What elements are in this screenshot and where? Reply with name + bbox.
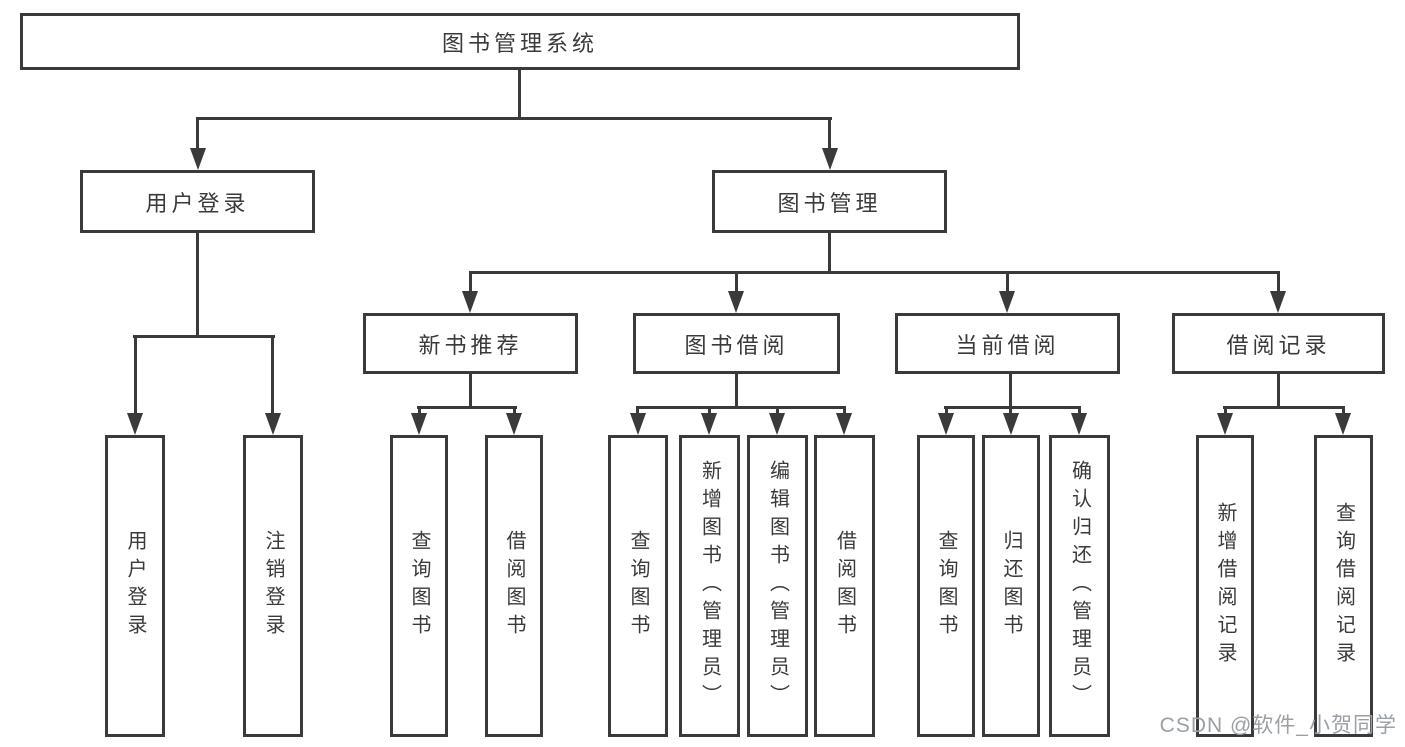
connector-leaf-drop xyxy=(418,406,421,418)
leaf-confirm-return-admin: 确认归还（管理员） xyxy=(1049,435,1110,737)
connector-borrow-record-bus xyxy=(1223,406,1345,409)
leaf-query-book: 查询图书 xyxy=(608,435,668,737)
connector-leaf-drop xyxy=(708,406,711,418)
leaf-query-book: 查询图书 xyxy=(390,435,448,737)
connector-leaf-drop xyxy=(134,335,137,417)
connector-leaf-drop xyxy=(636,406,639,418)
connector-borrow-record-stem xyxy=(1277,374,1280,408)
arrow-down-icon xyxy=(190,148,206,170)
leaf-borrow-book: 借阅图书 xyxy=(814,435,875,737)
connector-user-login-stem xyxy=(196,233,199,337)
arrow-down-icon xyxy=(999,291,1015,313)
arrow-down-icon xyxy=(836,413,852,435)
connector-leaf-drop xyxy=(1224,406,1227,418)
arrow-down-icon xyxy=(411,413,427,435)
connector-new-book-stem xyxy=(469,374,472,408)
node-user-login: 用户登录 xyxy=(80,170,315,233)
arrow-down-icon xyxy=(1003,413,1019,435)
arrow-down-icon xyxy=(1335,413,1351,435)
arrow-down-icon xyxy=(938,413,954,435)
connector-user-login-drop xyxy=(196,117,199,153)
node-borrow-record: 借阅记录 xyxy=(1172,313,1385,374)
connector-current-borrow-stem xyxy=(1009,374,1012,408)
leaf-query-borrow-record: 查询借阅记录 xyxy=(1314,435,1373,737)
connector-user-login-bus xyxy=(133,335,275,338)
connector-root-stem xyxy=(518,70,521,118)
arrow-down-icon xyxy=(630,413,646,435)
arrow-down-icon xyxy=(822,148,838,170)
connector-level3-drop xyxy=(735,271,738,297)
connector-leaf-drop xyxy=(1009,406,1012,418)
arrow-down-icon xyxy=(728,291,744,313)
arrow-down-icon xyxy=(1270,291,1286,313)
connector-current-borrow-bus xyxy=(944,406,1081,409)
arrow-down-icon xyxy=(1071,413,1087,435)
arrow-down-icon xyxy=(462,291,478,313)
connector-book-management-bus xyxy=(469,271,1280,274)
connector-leaf-drop xyxy=(513,406,516,418)
arrow-down-icon xyxy=(769,413,785,435)
leaf-borrow-book: 借阅图书 xyxy=(485,435,543,737)
connector-level3-drop xyxy=(469,271,472,297)
connector-leaf-drop xyxy=(271,335,274,417)
node-book-borrow: 图书借阅 xyxy=(633,313,840,374)
leaf-user-login: 用户登录 xyxy=(105,435,165,737)
node-book-management: 图书管理 xyxy=(712,170,947,233)
connector-book-management-stem xyxy=(828,233,831,273)
connector-book-borrow-stem xyxy=(735,374,738,408)
connector-new-book-bus xyxy=(417,406,517,409)
arrow-down-icon xyxy=(701,413,717,435)
connector-leaf-drop xyxy=(1078,406,1081,418)
connector-book-borrow-bus xyxy=(636,406,846,409)
connector-level3-drop xyxy=(1277,271,1280,297)
node-new-book-recommend: 新书推荐 xyxy=(363,313,578,374)
leaf-edit-book-admin: 编辑图书（管理员） xyxy=(747,435,808,737)
arrow-down-icon xyxy=(127,413,143,435)
leaf-add-book-admin: 新增图书（管理员） xyxy=(679,435,740,737)
connector-leaf-drop xyxy=(776,406,779,418)
leaf-logout: 注销登录 xyxy=(243,435,303,737)
connector-root-bus xyxy=(196,117,832,120)
connector-leaf-drop xyxy=(843,406,846,418)
connector-level3-drop xyxy=(1006,271,1009,297)
connector-leaf-drop xyxy=(1342,406,1345,418)
node-current-borrow: 当前借阅 xyxy=(895,313,1120,374)
leaf-query-book: 查询图书 xyxy=(917,435,975,737)
node-root: 图书管理系统 xyxy=(20,13,1020,70)
arrow-down-icon xyxy=(506,413,522,435)
arrow-down-icon xyxy=(265,413,281,435)
arrow-down-icon xyxy=(1217,413,1233,435)
connector-leaf-drop xyxy=(945,406,948,418)
leaf-add-borrow-record: 新增借阅记录 xyxy=(1196,435,1254,737)
csdn-watermark: CSDN @软件_小贺同学 xyxy=(1159,714,1397,737)
connector-book-management-drop xyxy=(828,117,831,153)
leaf-return-book: 归还图书 xyxy=(982,435,1040,737)
